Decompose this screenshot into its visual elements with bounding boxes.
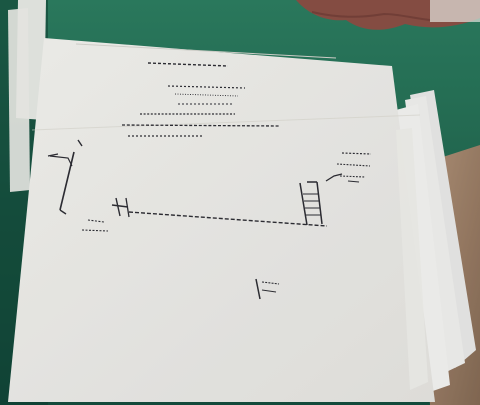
annotation-note [336, 152, 372, 183]
paper-stack-face [396, 128, 428, 390]
left-sketch [47, 139, 83, 215]
handwritten-header [121, 62, 280, 137]
main-drawing [81, 173, 343, 232]
sleeve [430, 0, 480, 22]
paper-crease-top [75, 43, 337, 59]
hand-shadow [311, 11, 431, 21]
paper-crease-mid [31, 114, 421, 131]
document-sheet [8, 38, 435, 402]
left-paper-edge-2 [8, 8, 30, 192]
bottom-scribble [255, 278, 280, 300]
